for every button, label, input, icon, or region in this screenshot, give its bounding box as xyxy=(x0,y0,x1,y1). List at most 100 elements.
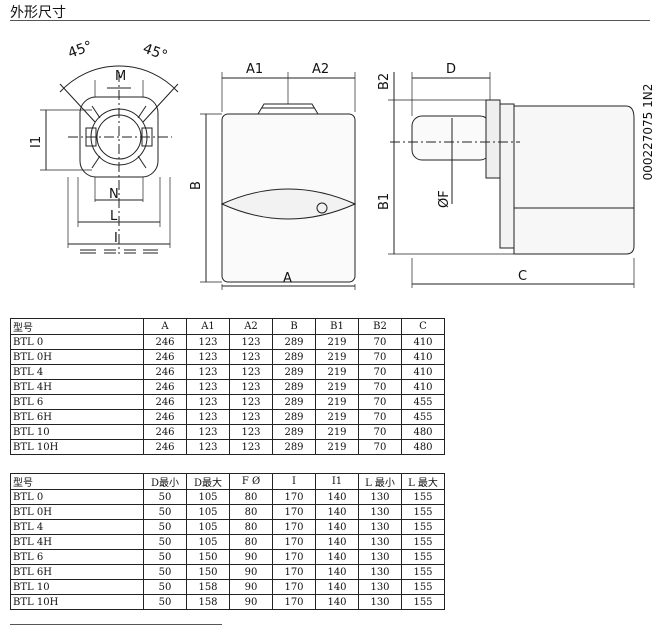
value-cell: 219 xyxy=(315,379,359,395)
value-cell: 90 xyxy=(229,564,273,580)
value-cell: 90 xyxy=(229,579,273,595)
model-cell: BTL 4H xyxy=(10,534,144,550)
value-cell: 289 xyxy=(272,439,316,455)
value-cell: 219 xyxy=(315,409,359,425)
value-cell: 246 xyxy=(143,379,187,395)
value-cell: 289 xyxy=(272,424,316,440)
value-cell: 123 xyxy=(229,379,273,395)
value-cell: 70 xyxy=(358,409,402,425)
value-cell: 123 xyxy=(186,334,230,350)
value-cell: 150 xyxy=(186,564,230,580)
value-cell: 155 xyxy=(401,579,445,595)
value-cell: 130 xyxy=(358,564,402,580)
value-cell: 80 xyxy=(229,489,273,505)
value-cell: 219 xyxy=(315,364,359,380)
value-cell: 123 xyxy=(186,409,230,425)
value-cell: 70 xyxy=(358,379,402,395)
value-cell: 123 xyxy=(229,394,273,410)
value-cell: 130 xyxy=(358,549,402,565)
column-header: D最小 xyxy=(143,473,187,490)
value-cell: 289 xyxy=(272,394,316,410)
label-b2: B2 xyxy=(377,73,392,90)
heading-divider xyxy=(10,20,650,21)
label-d: D xyxy=(446,62,456,77)
value-cell: 140 xyxy=(315,549,359,565)
value-cell: 155 xyxy=(401,549,445,565)
value-cell: 140 xyxy=(315,489,359,505)
value-cell: 219 xyxy=(315,394,359,410)
value-cell: 140 xyxy=(315,534,359,550)
value-cell: 123 xyxy=(229,364,273,380)
value-cell: 155 xyxy=(401,504,445,520)
value-cell: 70 xyxy=(358,394,402,410)
model-cell: BTL 4 xyxy=(10,364,144,380)
value-cell: 170 xyxy=(272,504,316,520)
value-cell: 123 xyxy=(229,409,273,425)
column-header: I1 xyxy=(315,473,359,490)
value-cell: 70 xyxy=(358,424,402,440)
value-cell: 246 xyxy=(143,424,187,440)
column-header: L 最小 xyxy=(358,473,402,490)
value-cell: 170 xyxy=(272,534,316,550)
value-cell: 130 xyxy=(358,489,402,505)
label-c: C xyxy=(518,269,527,284)
column-header: B xyxy=(272,318,316,335)
value-cell: 170 xyxy=(272,549,316,565)
label-l: L xyxy=(110,209,118,224)
model-cell: BTL 6H xyxy=(10,564,144,580)
value-cell: 90 xyxy=(229,549,273,565)
value-cell: 480 xyxy=(401,424,445,440)
value-cell: 410 xyxy=(401,334,445,350)
value-cell: 289 xyxy=(272,334,316,350)
value-cell: 410 xyxy=(401,379,445,395)
value-cell: 170 xyxy=(272,579,316,595)
value-cell: 455 xyxy=(401,394,445,410)
angle-left-label: 45° xyxy=(66,38,95,62)
value-cell: 130 xyxy=(358,579,402,595)
front-view xyxy=(200,72,357,290)
model-cell: BTL 6 xyxy=(10,394,144,410)
value-cell: 289 xyxy=(272,364,316,380)
model-cell: BTL 6 xyxy=(10,549,144,565)
value-cell: 246 xyxy=(143,394,187,410)
section-heading: 外形尺寸 xyxy=(10,5,66,21)
label-n: N xyxy=(109,187,119,202)
value-cell: 123 xyxy=(186,364,230,380)
value-cell: 123 xyxy=(186,424,230,440)
value-cell: 140 xyxy=(315,579,359,595)
label-f: ØF xyxy=(437,190,452,208)
flange-view xyxy=(40,65,179,254)
value-cell: 123 xyxy=(186,349,230,365)
value-cell: 170 xyxy=(272,564,316,580)
value-cell: 80 xyxy=(229,519,273,535)
angle-right-label: 45° xyxy=(141,41,170,65)
label-i: I xyxy=(114,231,118,246)
model-cell: BTL 10 xyxy=(10,424,144,440)
value-cell: 130 xyxy=(358,594,402,610)
value-cell: 140 xyxy=(315,594,359,610)
column-header: F Ø xyxy=(229,473,273,490)
value-cell: 219 xyxy=(315,424,359,440)
drawing-code: 000227075 1N2 xyxy=(641,84,655,181)
column-header: B1 xyxy=(315,318,359,335)
model-cell: BTL 4 xyxy=(10,519,144,535)
model-cell: BTL 6H xyxy=(10,409,144,425)
model-cell: BTL 0 xyxy=(10,334,144,350)
value-cell: 140 xyxy=(315,519,359,535)
model-cell: BTL 10 xyxy=(10,579,144,595)
